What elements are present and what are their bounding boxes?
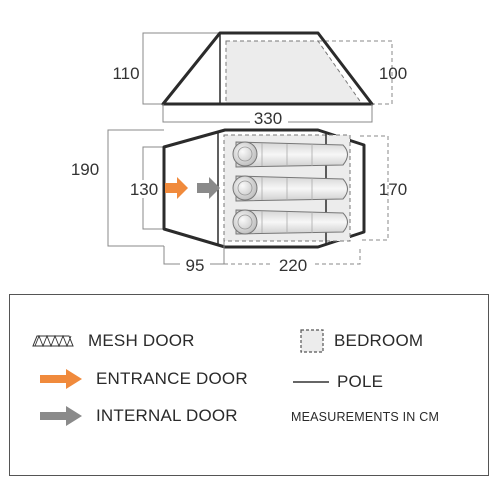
dim-width-bedroom: 170 [379, 180, 407, 199]
sleeping-bag [232, 175, 348, 202]
dimension-line-height-left [142, 32, 220, 105]
legend-item-bedroom: BEDROOM [300, 329, 423, 353]
entrance-arrow-icon [40, 369, 82, 389]
dim-length-bedroom: 220 [279, 256, 307, 275]
legend-label-bedroom: BEDROOM [334, 331, 424, 350]
dimension-line-width-bedroom [360, 135, 389, 241]
legend-label-internal-door: INTERNAL DOOR [96, 406, 238, 425]
plan-view: 190 130 170 95 220 [71, 128, 407, 275]
dim-height-left: 110 [112, 64, 139, 83]
dimension-line-width-outer [107, 129, 164, 247]
side-view: 110 100 330 [112, 31, 407, 128]
bedroom-icon [300, 329, 324, 353]
dim-length-porch: 95 [186, 256, 205, 275]
entrance-arrow-icon [165, 177, 188, 199]
dim-width-entrance: 130 [130, 180, 158, 199]
tent-outline-plan [162, 128, 366, 249]
mesh-door-icon [32, 335, 74, 347]
legend-item-entrance-door: ENTRANCE DOOR [40, 369, 248, 389]
sleeping-bag [232, 209, 348, 235]
legend-measurements-note: MEASUREMENTS IN CM [291, 410, 439, 424]
tent-floorplan-diagram: 110 100 330 [71, 31, 407, 275]
bedroom-area-side [225, 40, 363, 105]
tent-silhouette-side [161, 31, 374, 106]
pole-line-icon [293, 381, 329, 383]
legend-label-mesh-door: MESH DOOR [88, 331, 195, 350]
legend-item-mesh-door: MESH DOOR [32, 331, 195, 351]
legend-item-pole: POLE [293, 372, 383, 392]
dimension-line-length-bedroom [224, 247, 361, 265]
legend-label-pole: POLE [337, 372, 384, 391]
dim-width-outer: 190 [71, 160, 99, 179]
legend-item-internal-door: INTERNAL DOOR [40, 406, 238, 426]
dimension-line-height-right [318, 40, 393, 105]
dim-height-right: 100 [379, 64, 407, 83]
dim-length: 330 [254, 109, 282, 128]
legend-label-entrance-door: ENTRANCE DOOR [96, 369, 248, 388]
legend: MESH DOOR ENTRANCE DOOR INTERNAL DOOR BE… [9, 294, 489, 476]
internal-arrow-icon [40, 406, 82, 426]
sleeping-bag [232, 141, 348, 168]
measurements-note: MEASUREMENTS IN CM [291, 410, 440, 424]
internal-arrow-icon [197, 177, 220, 199]
